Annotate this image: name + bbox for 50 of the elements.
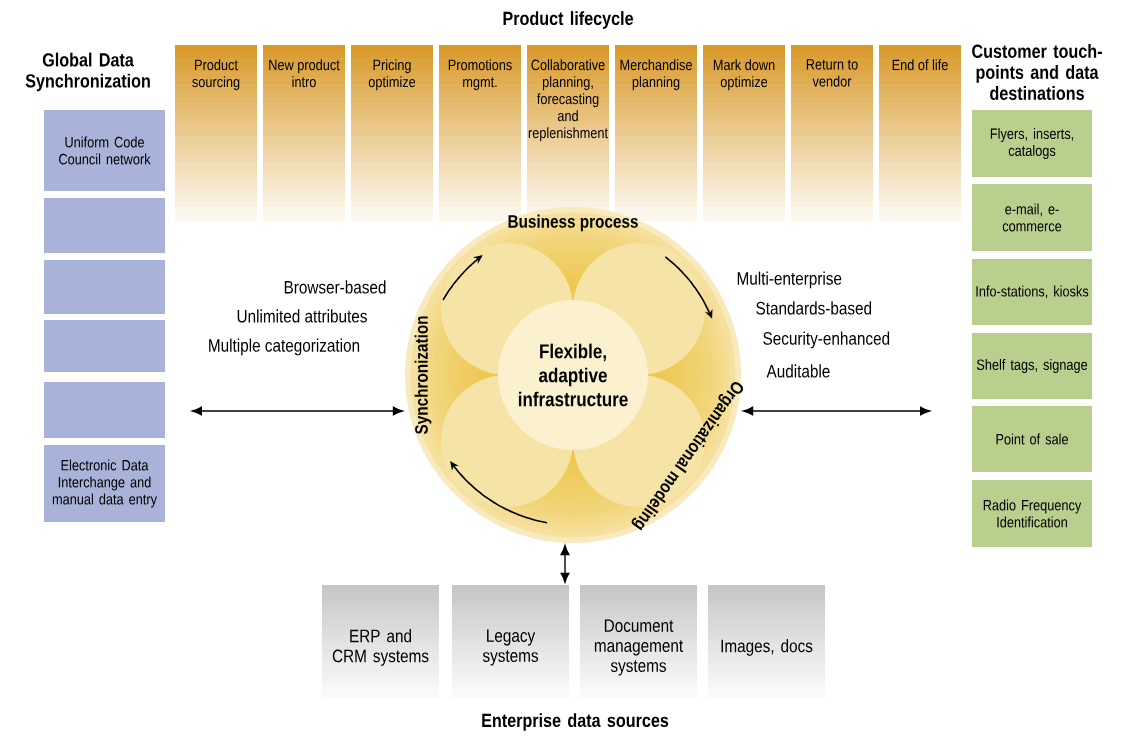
section-heading: Product lifecycle bbox=[503, 11, 633, 29]
lifecycle-bar: End of life bbox=[879, 45, 961, 221]
side-box: Shelf tags, signage bbox=[972, 333, 1092, 399]
section-heading: Customer touch-points and data destinations bbox=[972, 44, 1102, 100]
section-heading: Enterprise data sources bbox=[482, 713, 669, 731]
side-box bbox=[44, 260, 165, 314]
side-box: Point of sale bbox=[972, 406, 1092, 472]
arrow bbox=[743, 406, 931, 416]
arrow bbox=[191, 406, 403, 416]
feature-label: Multi-enterprise bbox=[737, 271, 842, 289]
lifecycle-bar: Pricing optimize bbox=[351, 45, 433, 221]
side-box bbox=[44, 382, 165, 438]
source-box: ERP and CRM systems bbox=[322, 585, 439, 698]
node-label: Collaborative planning, forecasting and replenishment bbox=[528, 59, 608, 142]
side-box: Electronic Data Interchange and manual data entry bbox=[44, 445, 165, 522]
node-label: Images, docs bbox=[721, 639, 813, 656]
node-label: Document management systems bbox=[594, 619, 684, 676]
node-label: Legacy systems bbox=[482, 629, 539, 666]
node-label: Mark down optimize bbox=[713, 59, 775, 91]
feature-label: Auditable bbox=[766, 364, 830, 378]
source-box: Legacy systems bbox=[452, 585, 569, 698]
side-box: Info-stations, kiosks bbox=[972, 259, 1092, 325]
node-label: New product intro bbox=[269, 59, 340, 88]
feature-label: Security-enhanced bbox=[763, 331, 890, 349]
side-box: Flyers, inserts, catalogs bbox=[972, 110, 1092, 177]
source-box: Images, docs bbox=[708, 585, 825, 698]
feature-label: Unlimited attributes bbox=[237, 309, 367, 323]
lifecycle-bar: Mark down optimize bbox=[703, 45, 785, 221]
side-box bbox=[44, 320, 165, 372]
side-box: Radio Frequency Identification bbox=[972, 480, 1092, 547]
node-label: Return to vendor bbox=[806, 59, 858, 87]
source-box: Document management systems bbox=[580, 585, 697, 698]
ring-label: Synchronization bbox=[414, 316, 432, 435]
side-box: e-mail, e-commerce bbox=[972, 184, 1092, 251]
node-label: ERP and CRM systems bbox=[332, 629, 429, 666]
node-label: Promotions mgmt. bbox=[448, 59, 512, 91]
lifecycle-bar: Product sourcing bbox=[175, 45, 257, 221]
side-box: Uniform Code Council network bbox=[44, 110, 165, 191]
section-heading: Global Data Synchronization bbox=[25, 52, 150, 92]
node-label: Product sourcing bbox=[192, 59, 240, 91]
side-box bbox=[44, 198, 165, 253]
node-label: End of life bbox=[892, 59, 948, 71]
lifecycle-bar: Return to vendor bbox=[791, 45, 873, 221]
node-label: Pricing optimize bbox=[368, 59, 416, 91]
feature-label: Multiple categorization bbox=[209, 338, 360, 356]
lifecycle-bar: New product intro bbox=[263, 45, 345, 221]
feature-label: Standards-based bbox=[756, 301, 872, 315]
arrow bbox=[560, 545, 570, 583]
node-label: Merchandise planning bbox=[620, 59, 692, 91]
feature-label: Browser-based bbox=[284, 280, 386, 294]
